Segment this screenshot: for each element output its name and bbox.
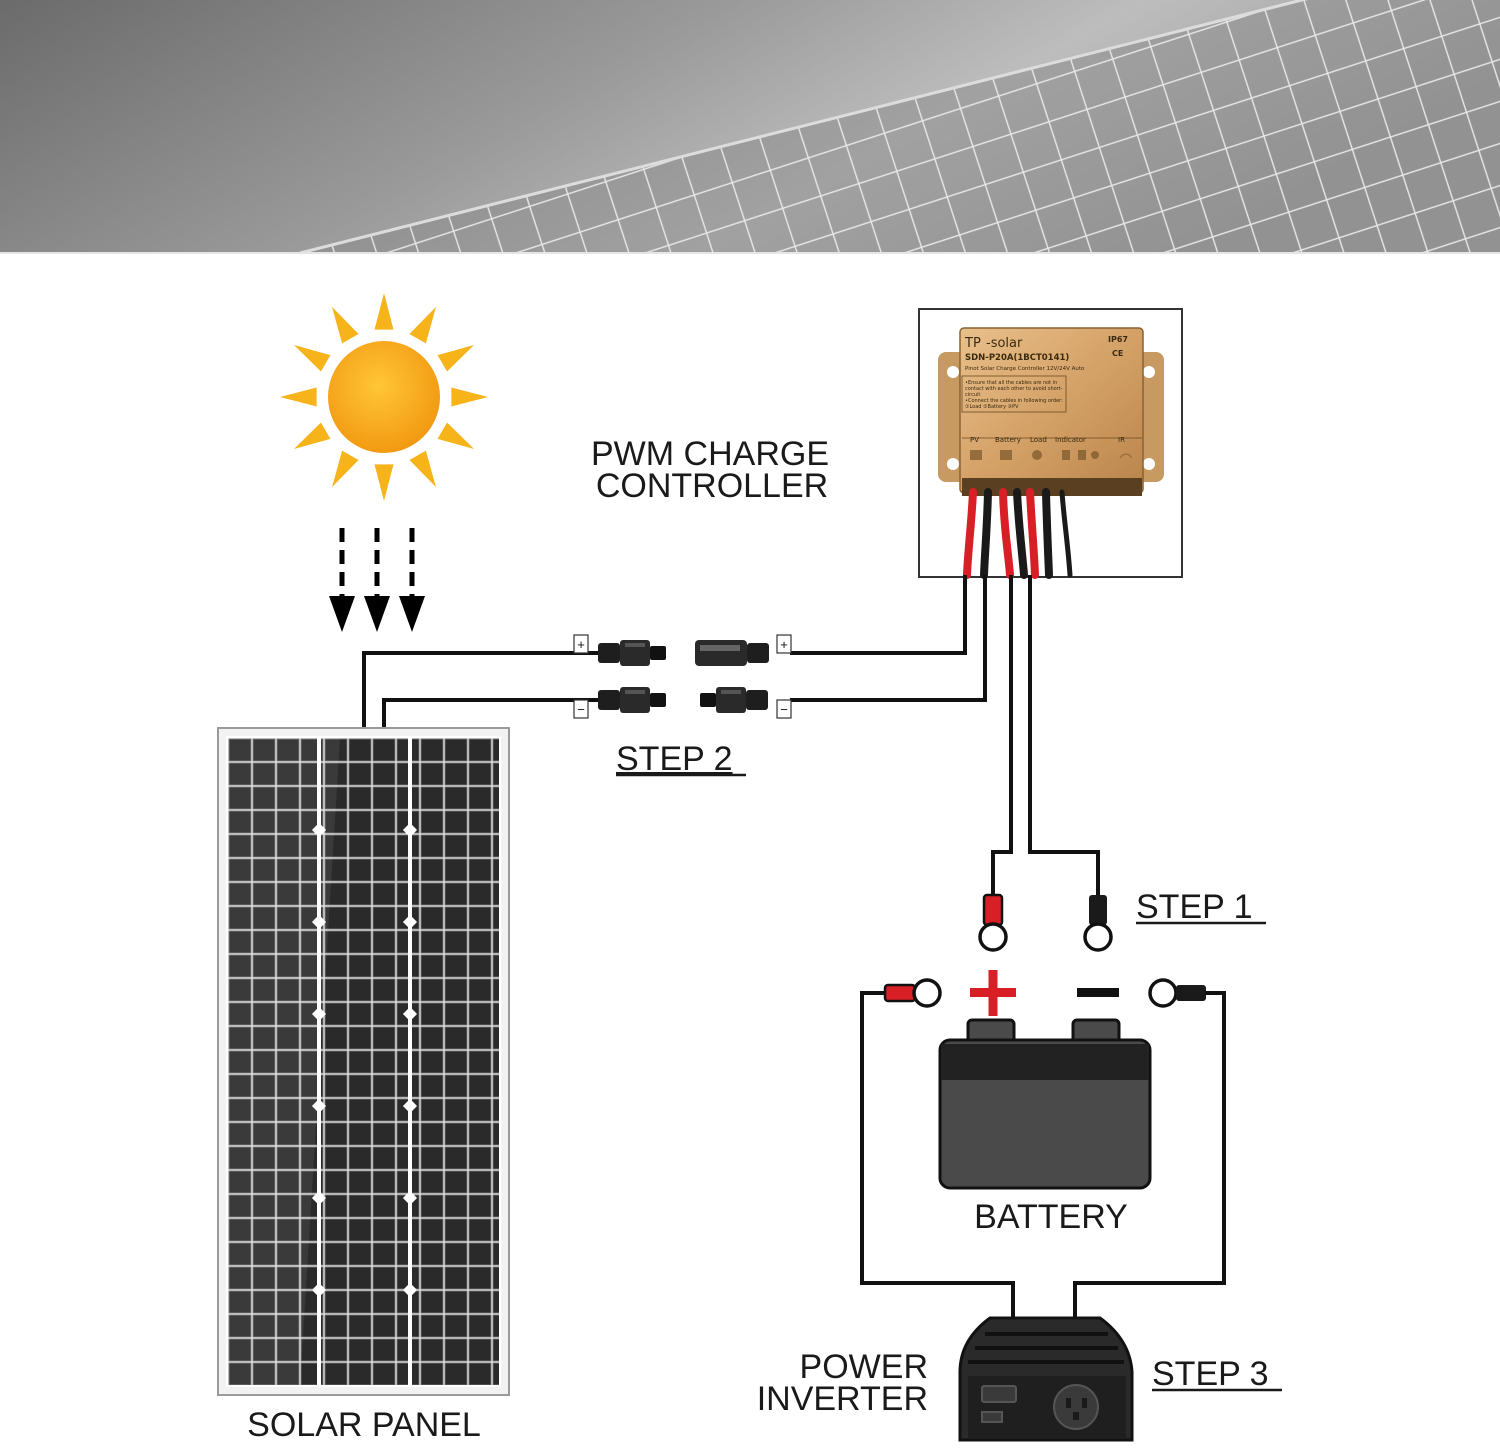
controller-port-ir: IR bbox=[1118, 436, 1125, 444]
sun-ray bbox=[293, 345, 331, 372]
inverter-label-line1: POWER bbox=[800, 1348, 928, 1386]
charge-controller: TP -solar IP67 CE SDN-P20A(1BCT0141) Pin… bbox=[918, 308, 1183, 579]
panel-cell-dot bbox=[402, 914, 418, 930]
sunlight-arrows-icon bbox=[329, 528, 425, 632]
controller-note-4: •Connect the cables in following order: bbox=[965, 398, 1063, 404]
panel-cell-dot bbox=[311, 1098, 327, 1114]
controller-label-line2: CONTROLLER bbox=[596, 467, 828, 505]
sun-ray bbox=[293, 422, 331, 449]
sun-ray bbox=[332, 306, 359, 344]
battery-icon bbox=[938, 1018, 1152, 1190]
battery-ring-terminals bbox=[978, 893, 1113, 952]
sun-ray bbox=[437, 422, 475, 449]
controller-brand-solar: -solar bbox=[986, 336, 1023, 351]
sun-disc bbox=[328, 341, 440, 453]
sun-ray bbox=[374, 464, 394, 501]
controller-port-load: Load bbox=[1030, 436, 1047, 444]
sun-ray bbox=[437, 345, 475, 372]
controller-port-pv: PV bbox=[970, 436, 979, 444]
controller-note-5: ①Load ②Battery ③PV bbox=[965, 404, 1019, 410]
mc4-right-minus-tag: − bbox=[780, 702, 788, 717]
panel-cell-dot bbox=[311, 1282, 327, 1298]
controller-ce-mark: CE bbox=[1112, 349, 1123, 358]
panel-cell-dot bbox=[311, 1190, 327, 1206]
sun-ray bbox=[451, 387, 488, 407]
sun-ray bbox=[332, 450, 359, 488]
mc4-left-minus-tag: − bbox=[577, 702, 585, 717]
panel-cell-dot bbox=[311, 1006, 327, 1022]
controller-note-1: •Ensure that all the cables are not in bbox=[965, 380, 1057, 386]
solar-panel-label: SOLAR PANEL bbox=[247, 1406, 481, 1444]
controller-note-3: circuit bbox=[965, 392, 980, 398]
battery-label: BATTERY bbox=[974, 1198, 1128, 1236]
wiring bbox=[362, 575, 1226, 1320]
panel-cell-dot bbox=[402, 822, 418, 838]
panel-cell-dot bbox=[311, 822, 327, 838]
controller-label-line1: PWM CHARGE bbox=[591, 435, 829, 473]
panel-cell-dot bbox=[402, 1006, 418, 1022]
controller-port-indicator: Indicator bbox=[1055, 436, 1086, 444]
controller-model: SDN-P20A(1BCT0141) bbox=[965, 353, 1069, 363]
power-inverter-icon bbox=[958, 1316, 1134, 1442]
controller-desc: Pinot Solar Charge Controller 12V/24V Au… bbox=[965, 366, 1085, 372]
panel-cell-dot bbox=[311, 914, 327, 930]
inverter-label-line2: INVERTER bbox=[757, 1380, 928, 1418]
inverter-ring-terminals bbox=[883, 978, 1206, 1008]
step-3-label: STEP 3 bbox=[1152, 1355, 1269, 1393]
sun-ray bbox=[280, 387, 317, 407]
header-banner bbox=[0, 0, 1500, 255]
sun-ray bbox=[374, 293, 394, 330]
panel-cell-dot bbox=[402, 1098, 418, 1114]
step-1-label: STEP 1 bbox=[1136, 888, 1253, 926]
battery-plus-icon bbox=[970, 970, 1016, 1016]
mc4-connectors: + − + − bbox=[573, 634, 792, 719]
controller-note-2: contact with each other to avoid short- bbox=[965, 386, 1063, 392]
panel-cell-dot bbox=[402, 1190, 418, 1206]
sun-ray bbox=[409, 450, 436, 488]
panel-cell-dot bbox=[402, 1282, 418, 1298]
battery-minus-icon bbox=[1077, 988, 1119, 997]
mc4-left-plus-tag: + bbox=[577, 637, 585, 652]
controller-brand-tp: TP bbox=[964, 336, 981, 351]
sun-icon bbox=[280, 293, 488, 501]
sun-ray bbox=[409, 306, 436, 344]
solar-panel bbox=[217, 727, 510, 1396]
controller-port-battery: Battery bbox=[995, 436, 1021, 444]
controller-ip-rating: IP67 bbox=[1108, 335, 1128, 344]
mc4-right-plus-tag: + bbox=[780, 637, 788, 652]
step-2-label: STEP 2 bbox=[616, 740, 733, 778]
